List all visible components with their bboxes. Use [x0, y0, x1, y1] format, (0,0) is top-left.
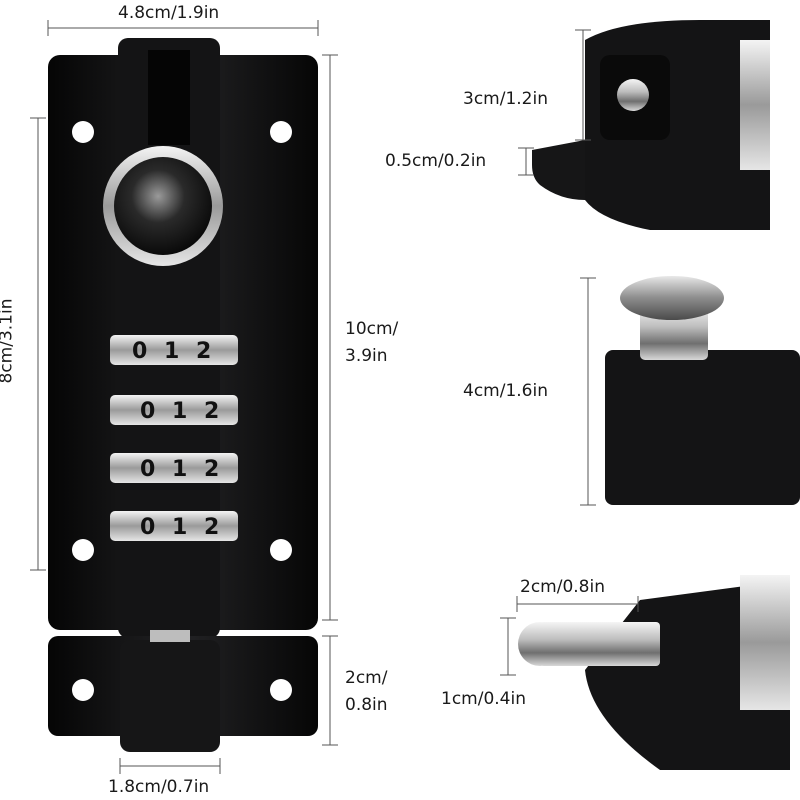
- screw-hole: [72, 539, 94, 561]
- knob: [114, 157, 212, 255]
- bolt-tip: [150, 630, 190, 642]
- dial-digit: 1: [172, 515, 187, 540]
- dial-digit: 2: [196, 339, 211, 364]
- dial-digit: 0: [132, 339, 147, 364]
- pin-diameter-label: 1cm/0.4in: [441, 689, 526, 709]
- screw-hole: [72, 121, 94, 143]
- dial-digit: 2: [204, 457, 219, 482]
- dial-digit: 2: [204, 399, 219, 424]
- dial-digit: 1: [164, 339, 179, 364]
- detail-bottom-pin: [518, 575, 790, 770]
- bolt-width-label: 1.8cm/0.7in: [108, 777, 210, 797]
- dial-wheel: 0 1 2: [110, 511, 238, 541]
- screw-hole: [270, 679, 292, 701]
- main-lock: 0 1 2 0 1 2 0 1 2 0 1 2: [48, 38, 318, 752]
- dial-digit: 0: [140, 399, 155, 424]
- dimension-lines: [580, 277, 596, 506]
- keeper-block: [120, 640, 220, 752]
- combination-dials: 0 1 2 0 1 2 0 1 2 0 1 2: [110, 335, 238, 541]
- pin-length-label: 2cm/0.8in: [520, 577, 605, 597]
- dial-digit: 0: [140, 457, 155, 482]
- middle-height-label: 4cm/1.6in: [463, 381, 548, 401]
- screw-hole: [270, 539, 292, 561]
- top-height-label: 3cm/1.2in: [463, 89, 548, 109]
- width-label: 4.8cm/1.9in: [118, 3, 220, 23]
- dimension-lines: [518, 29, 591, 176]
- height-label-line2: 3.9in: [345, 346, 388, 366]
- keeper-height-line1: 2cm/: [345, 668, 388, 688]
- detail-top-base: [532, 20, 770, 230]
- hole-spacing-label: 8cm/3.1in: [0, 298, 17, 384]
- dial-digit: 2: [204, 515, 219, 540]
- dial-digit: 0: [140, 515, 155, 540]
- dial-digit: 1: [172, 399, 187, 424]
- dial-wheel: 0 1 2: [110, 395, 238, 425]
- dimension-lines: [30, 20, 338, 774]
- dimension-lines: [500, 596, 639, 676]
- screw-hole: [270, 121, 292, 143]
- dial-wheel: 0 1 2: [110, 335, 238, 365]
- dial-wheel: 0 1 2: [110, 453, 238, 483]
- screw-hole: [72, 679, 94, 701]
- slot-opening: [148, 50, 190, 145]
- top-base-label: 0.5cm/0.2in: [385, 151, 487, 171]
- detail-middle-bolt-head: [605, 276, 800, 505]
- keeper-height-line2: 0.8in: [345, 695, 388, 715]
- height-label-line1: 10cm/: [345, 319, 399, 339]
- dial-digit: 1: [172, 457, 187, 482]
